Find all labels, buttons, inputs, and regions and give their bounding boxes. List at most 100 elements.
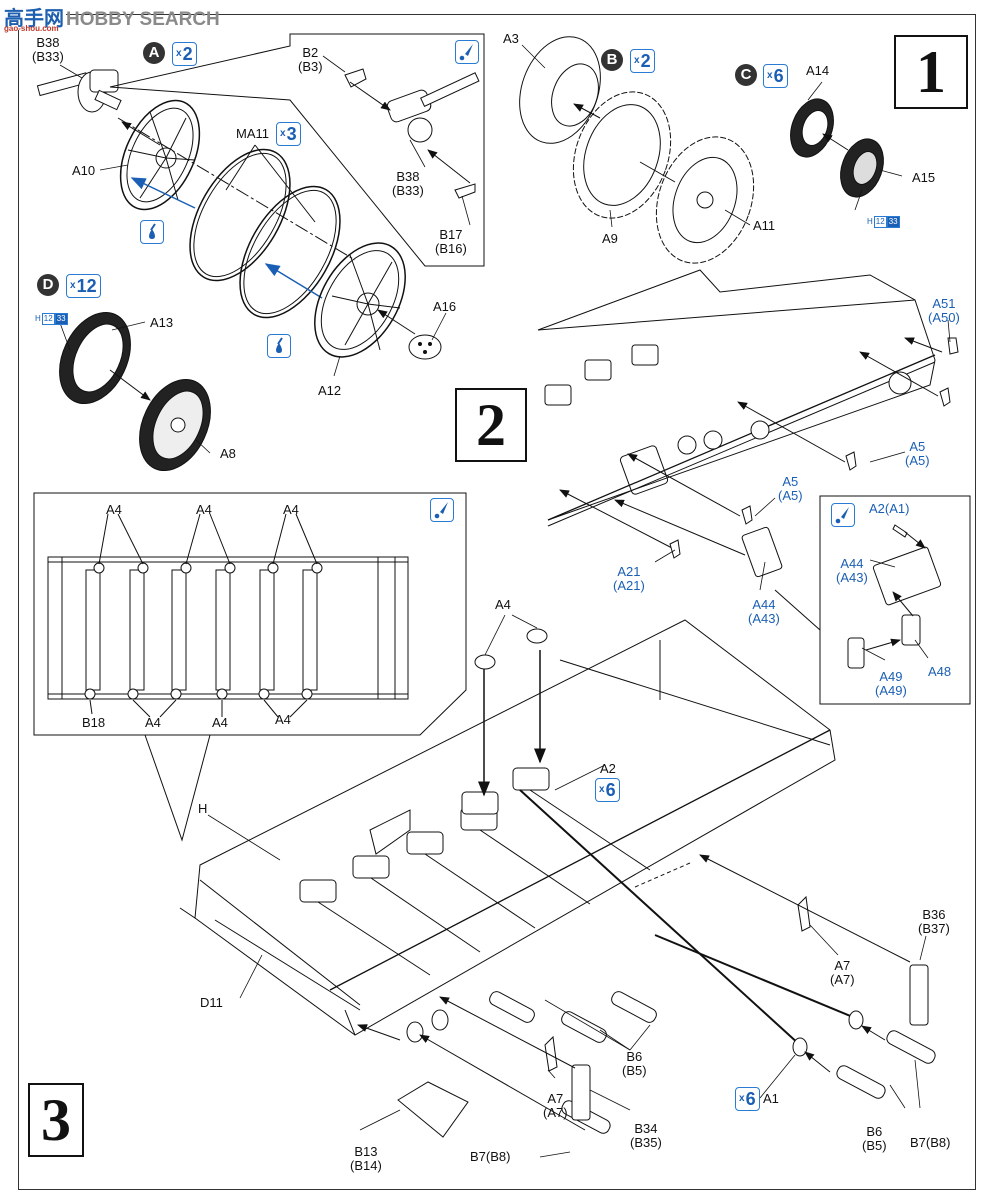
part-number: A44 <box>752 597 776 612</box>
part-label-a4: A4 <box>495 597 511 612</box>
part-label-a12: A12 <box>318 383 342 398</box>
paint-code-2: 33 <box>886 216 900 228</box>
arrow <box>822 133 849 151</box>
part-label-a5-right: A5(A5) <box>905 440 930 468</box>
paint-code-1: 12 <box>873 216 887 228</box>
part-label-b18: B18 <box>82 715 106 730</box>
part-label-b38-inset: B38(B33) <box>392 170 424 198</box>
idler-a4-parts <box>474 628 548 670</box>
part-number: B17 <box>439 227 463 242</box>
part-number: A5 <box>782 474 799 489</box>
part-alt-number: (A43) <box>748 611 780 626</box>
watermark-brand: HOBBY SEARCH <box>66 9 220 30</box>
arrow <box>865 638 901 651</box>
torsion-bars <box>317 789 861 1046</box>
arrow <box>357 1024 401 1041</box>
part-number: B6 <box>866 1124 883 1139</box>
part-number: A7 <box>547 1091 564 1106</box>
arrow <box>859 351 939 397</box>
part-label-b6-mid: B6(B5) <box>622 1050 647 1078</box>
part-label-a14: A14 <box>806 63 830 78</box>
torsion-bar-housings <box>299 767 550 903</box>
qty-value: 6 <box>605 780 616 800</box>
part-number: A49 <box>879 669 903 684</box>
part-label-a9: A9 <box>602 231 618 246</box>
a1-qty: x6 <box>735 1087 760 1111</box>
part-alt-number: (A50) <box>928 310 960 325</box>
part-label-a4-inset-6: A4 <box>275 712 291 727</box>
part-label-a2-inset: A2(A1) <box>869 501 910 516</box>
part-number: B13 <box>354 1144 378 1159</box>
part-number: A51 <box>932 296 956 311</box>
hull-side-step2 <box>537 269 936 527</box>
alignment-line <box>117 117 356 261</box>
part-label-b6-right: B6(B5) <box>862 1125 887 1153</box>
part-label-b36: B36(B37) <box>918 908 950 936</box>
paint-code-2: 33 <box>54 313 68 325</box>
part-label-a10: A10 <box>72 163 96 178</box>
glue-icon <box>140 220 164 244</box>
return-roller-c <box>790 98 884 198</box>
part-label-h: H <box>198 801 208 816</box>
part-alt-number: (B16) <box>435 241 467 256</box>
part-number: B34 <box>634 1121 658 1136</box>
part-label-b17: B17(B16) <box>435 228 467 256</box>
part-label-a4-inset-1: A4 <box>106 502 122 517</box>
alignment-line <box>639 161 676 183</box>
subassembly-b-marker: B <box>601 49 623 71</box>
part-alt-number: (A5) <box>905 453 930 468</box>
arrow <box>737 401 846 463</box>
a2-qty: x6 <box>595 778 620 802</box>
part-label-a4-inset-4: A4 <box>145 715 161 730</box>
part-label-d11: D11 <box>200 995 223 1010</box>
part-alt-number: (A49) <box>875 683 907 698</box>
part-label-a11: A11 <box>753 218 776 233</box>
part-label-a51: A51(A50) <box>928 297 960 325</box>
part-number: A7 <box>834 958 851 973</box>
instruction-page-frame <box>18 14 976 1190</box>
arrow <box>904 531 926 549</box>
subassembly-d-qty: x12 <box>66 274 101 298</box>
qty-value: 6 <box>773 66 784 86</box>
part-label-a2: A2 <box>600 761 616 776</box>
part-alt-number: (B33) <box>32 49 64 64</box>
arrow <box>349 81 391 111</box>
glue-arrow <box>264 263 323 299</box>
part-label-ma11: MA11 <box>236 126 269 141</box>
suspension-arms <box>397 895 936 1138</box>
inset-box-underside <box>33 492 467 736</box>
part-number: A5 <box>909 439 926 454</box>
arrow <box>121 121 161 146</box>
part-alt-number: (B3) <box>298 59 323 74</box>
ma11-qty: x3 <box>276 122 301 146</box>
paint-code-1: 12 <box>41 313 55 325</box>
part-alt-number: (B35) <box>630 1135 662 1150</box>
hull-main-step3 <box>179 619 836 1036</box>
part-label-a3: A3 <box>503 31 519 46</box>
part-label-a16: A16 <box>433 299 457 314</box>
part-label-a4-inset-3: A4 <box>283 502 299 517</box>
subassembly-d-marker: D <box>37 274 59 296</box>
cement-icon <box>455 40 479 64</box>
subassembly-a-marker: A <box>143 42 165 64</box>
part-label-b13: B13(B14) <box>350 1145 382 1173</box>
arrow <box>699 854 911 963</box>
watermark-url: gao-shou.com <box>4 24 59 33</box>
part-label-a48: A48 <box>928 664 952 679</box>
part-alt-number: (B5) <box>622 1063 647 1078</box>
arrow <box>439 996 576 1069</box>
subassembly-b-qty: x2 <box>630 49 655 73</box>
glue-icon <box>267 334 291 358</box>
part-alt-number: (B14) <box>350 1158 382 1173</box>
part-number: B2 <box>302 45 319 60</box>
alignment-line <box>634 862 691 888</box>
callout-inset-b38 <box>109 33 485 267</box>
part-label-a49: A49(A49) <box>875 670 907 698</box>
part-label-b7-left: B7(B8) <box>470 1149 511 1164</box>
part-alt-number: (A5) <box>778 488 803 503</box>
part-label-a8: A8 <box>220 446 236 461</box>
rubber-rings-ma11 <box>189 144 341 319</box>
part-number: B38 <box>396 169 420 184</box>
